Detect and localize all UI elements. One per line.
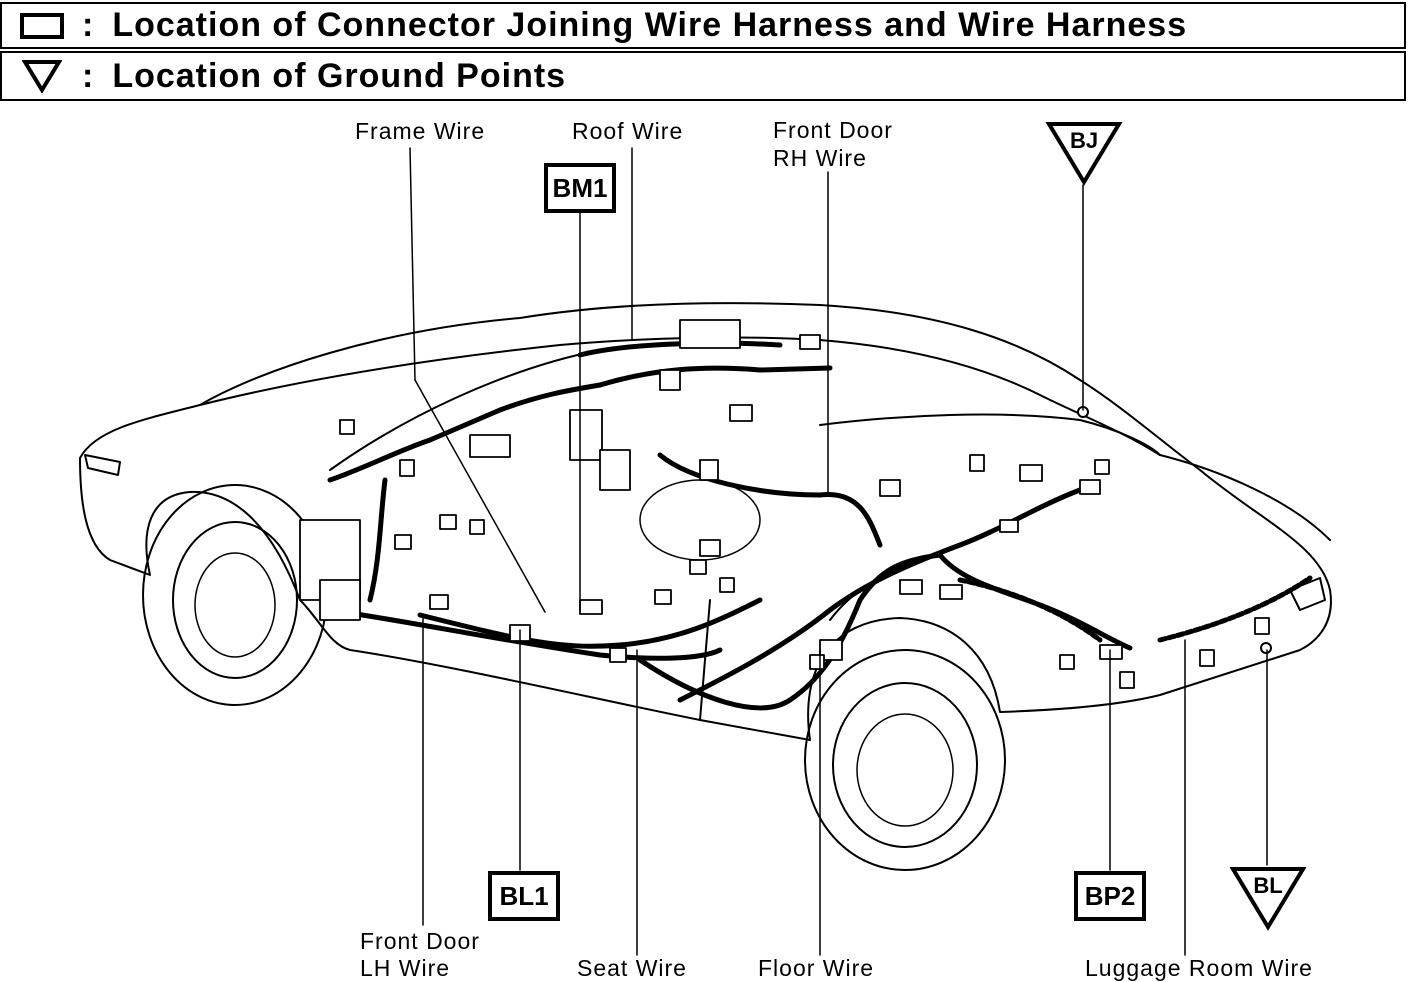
rear-wheel-hub (856, 713, 954, 827)
square-outline-icon (2, 12, 82, 39)
luggage-room-wire-label: Luggage Room Wire (1085, 955, 1313, 981)
car-roof-line (199, 336, 1161, 456)
windshield-line (329, 349, 601, 471)
legend-ground-row: : Location of Ground Points (0, 51, 1406, 101)
connector-bl1: BL1 (488, 871, 560, 921)
front-wheel-inner (172, 521, 298, 679)
connector-blocks (299, 319, 1270, 689)
roof-wire-label: Roof Wire (572, 118, 684, 144)
frame-wire-label: Frame Wire (355, 118, 486, 144)
front-door-lh-wire-label-line2: LH Wire (360, 955, 451, 981)
front-door-rh-wire-label-line1: Front Door (773, 117, 893, 143)
legend-ground-text: Location of Ground Points (112, 56, 567, 95)
ground-point-bj: BJ (1045, 120, 1123, 186)
rear-window-line (819, 413, 1161, 456)
front-door-rh-wire-label-line2: RH Wire (773, 145, 867, 171)
car-body-outline (79, 302, 1332, 741)
legend-connector-text: Location of Connector Joining Wire Harne… (112, 6, 1188, 44)
triangle-down-outline-icon (2, 59, 82, 93)
rear-wheel-inner (832, 682, 978, 848)
legend-separator: : (82, 6, 95, 44)
legend-connector-row: : Location of Connector Joining Wire Har… (0, 2, 1406, 49)
seat-wire-label: Seat Wire (577, 955, 687, 981)
ground-point-bj-label: BJ (1069, 128, 1099, 153)
leader-lines (409, 147, 1268, 956)
trunk-line (1159, 454, 1331, 541)
floor-wire-label: Floor Wire (758, 955, 875, 981)
taillight (1289, 577, 1326, 611)
legend-separator: : (82, 56, 95, 95)
ground-point-bl-label: BL (1253, 873, 1283, 898)
front-door-lh-wire-label-line1: Front Door (360, 928, 480, 954)
connector-bm1: BM1 (544, 163, 616, 213)
connector-bp2: BP2 (1074, 871, 1146, 921)
rear-wheel-outer (804, 649, 1006, 871)
wire-harness-dashed (957, 575, 1313, 643)
ground-point-bl: BL (1229, 865, 1307, 931)
front-wheel-hub (194, 552, 276, 658)
ground-point-bl-marker (1260, 642, 1272, 654)
headlight (84, 454, 121, 476)
